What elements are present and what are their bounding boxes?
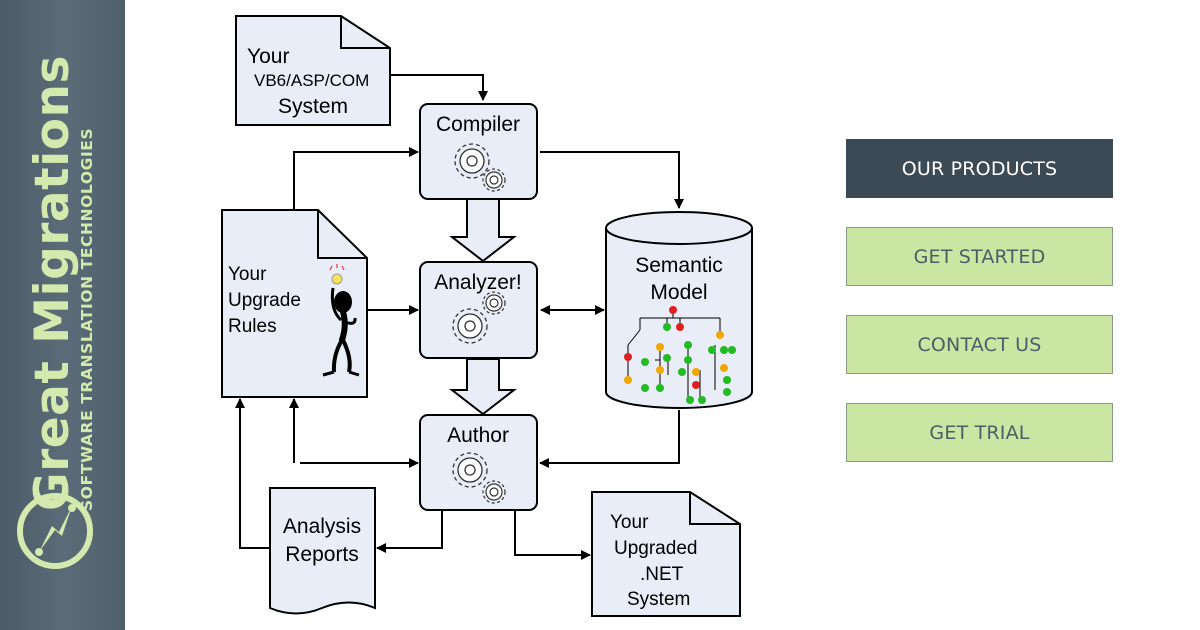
migration-flow-diagram: Your VB6/ASP/COM System Compiler Analyze… (130, 0, 830, 630)
brand-wordmark[interactable]: Great Migrations SOFTWARE TRANSLATION TE… (25, 55, 96, 511)
block-arrow-compiler-to-analyzer (449, 198, 517, 263)
source-line3: System (278, 95, 348, 118)
get-trial-button[interactable]: GET TRIAL (846, 403, 1113, 462)
our-products-button[interactable]: OUR PRODUCTS (846, 139, 1113, 198)
semantic-line2: Model (650, 281, 707, 304)
compiler-label: Compiler (436, 113, 520, 136)
contact-us-button[interactable]: CONTACT US (846, 315, 1113, 374)
source-system-document: Your VB6/ASP/COM System (235, 15, 391, 126)
thinking-figure-icon (322, 264, 360, 377)
author-label: Author (447, 424, 509, 447)
flow-connectors (235, 74, 684, 560)
upgrade-rules-document: Your Upgrade Rules (221, 209, 368, 398)
output-line4: System (627, 589, 690, 610)
block-arrow-analyzer-to-author (449, 358, 517, 416)
rules-line1: Your (228, 264, 267, 285)
rules-line2: Upgrade (228, 290, 301, 311)
brand-tagline: SOFTWARE TRANSLATION TECHNOLOGIES (78, 127, 96, 511)
semantic-model-database: Semantic Model (605, 211, 753, 409)
lightning-circle-icon[interactable] (14, 490, 96, 572)
analyzer-box: Analyzer! (419, 261, 538, 359)
output-line1: Your (610, 512, 649, 533)
compiler-box: Compiler (419, 103, 538, 200)
output-line2: Upgraded (614, 538, 697, 559)
semantic-line1: Semantic (635, 254, 723, 277)
rules-line3: Rules (228, 316, 277, 337)
get-started-button[interactable]: GET STARTED (846, 227, 1113, 286)
brand-strip: Great Migrations SOFTWARE TRANSLATION TE… (0, 0, 125, 630)
output-line3: .NET (640, 564, 684, 585)
reports-line1: Analysis (283, 515, 361, 538)
upgraded-system-document: Your Upgraded .NET System (591, 491, 741, 617)
analyzer-label: Analyzer! (434, 271, 522, 294)
source-line1: Your (247, 45, 289, 68)
reports-line2: Reports (285, 543, 359, 566)
brand-name: Great Migrations (25, 55, 80, 511)
source-line2: VB6/ASP/COM (254, 71, 369, 90)
analysis-reports-document: Analysis Reports (269, 487, 376, 615)
tree-graph-icon (624, 306, 736, 404)
author-box: Author (419, 414, 538, 511)
